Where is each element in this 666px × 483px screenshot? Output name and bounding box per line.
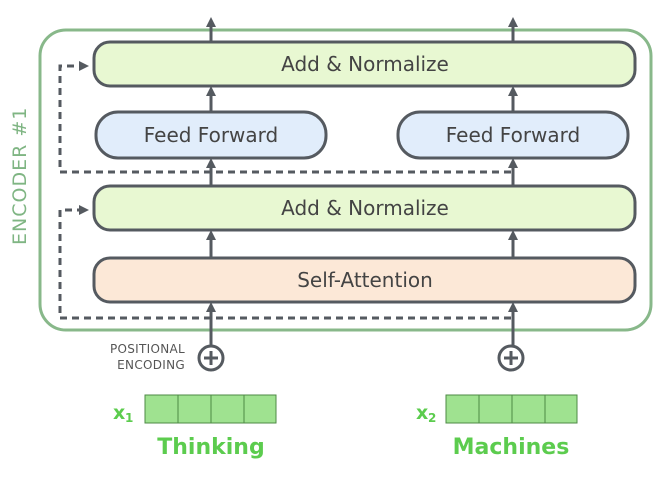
feed-forward-left-label: Feed Forward	[144, 123, 279, 147]
input-1-vector	[144, 394, 277, 424]
input-1-word: Thinking	[157, 435, 264, 460]
add-normalize-bottom-box	[92, 184, 637, 232]
input-2-subscript: 2	[428, 411, 436, 425]
encoder-label: ENCODER #1	[9, 107, 31, 245]
feed-forward-right-label: Feed Forward	[446, 123, 581, 147]
plus-circle-icon	[497, 344, 525, 372]
plus-circle-icon	[197, 344, 225, 372]
encoder-frame	[38, 28, 653, 332]
add-normalize-bottom-label: Add & Normalize	[281, 196, 449, 220]
add-normalize-top-label: Add & Normalize	[281, 52, 449, 76]
self-attention-box	[92, 256, 637, 304]
input-1-symbol: x	[113, 402, 125, 424]
residual-path-bottom	[58, 205, 511, 320]
positional-encoding-line1: POSITIONAL	[110, 342, 185, 356]
input-1-subscript: 1	[125, 411, 133, 425]
input-2-symbol: x	[416, 402, 428, 424]
add-normalize-top-box	[92, 40, 637, 88]
self-attention-label: Self-Attention	[297, 268, 433, 292]
input-2-word: Machines	[453, 435, 570, 460]
positional-encoding-line2: ENCODING	[117, 358, 185, 372]
residual-path-top	[58, 61, 511, 174]
input-2-vector	[445, 394, 578, 424]
